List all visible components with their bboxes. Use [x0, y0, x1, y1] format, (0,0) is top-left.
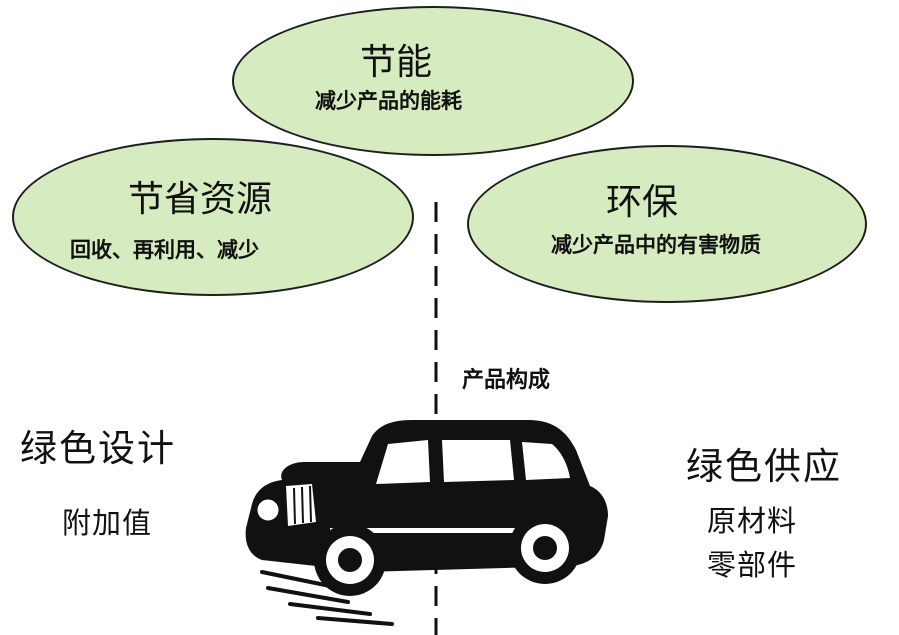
green-design-item: 附加值 [62, 506, 153, 540]
motion-lines [260, 570, 394, 626]
ellipse-environment [467, 145, 867, 303]
car-headlight [252, 494, 284, 526]
ellipse-resource-saving-subtitle: 回收、再利用、减少 [70, 238, 259, 262]
car-front-wheel [314, 524, 386, 596]
green-supply-item-raw-materials: 原材料 [707, 504, 798, 538]
car-windows [286, 440, 570, 533]
car-icon [245, 420, 608, 626]
green-design-title: 绿色设计 [20, 427, 176, 470]
car-rear-wheel [509, 512, 581, 584]
ellipse-energy-saving-subtitle: 减少产品的能耗 [315, 89, 462, 113]
ellipse-resource-saving [12, 138, 414, 296]
ellipse-environment-title: 环保 [606, 182, 679, 223]
ellipse-energy-saving-title: 节能 [360, 42, 433, 83]
ellipse-environment-subtitle: 减少产品中的有害物质 [551, 233, 761, 257]
product-composition-label: 产品构成 [462, 368, 551, 393]
car-grille [293, 485, 312, 525]
green-supply-item-parts: 零部件 [707, 548, 798, 582]
green-supply-title: 绿色供应 [686, 445, 842, 488]
ellipse-energy-saving [232, 6, 634, 156]
ellipse-resource-saving-title: 节省资源 [128, 179, 273, 220]
